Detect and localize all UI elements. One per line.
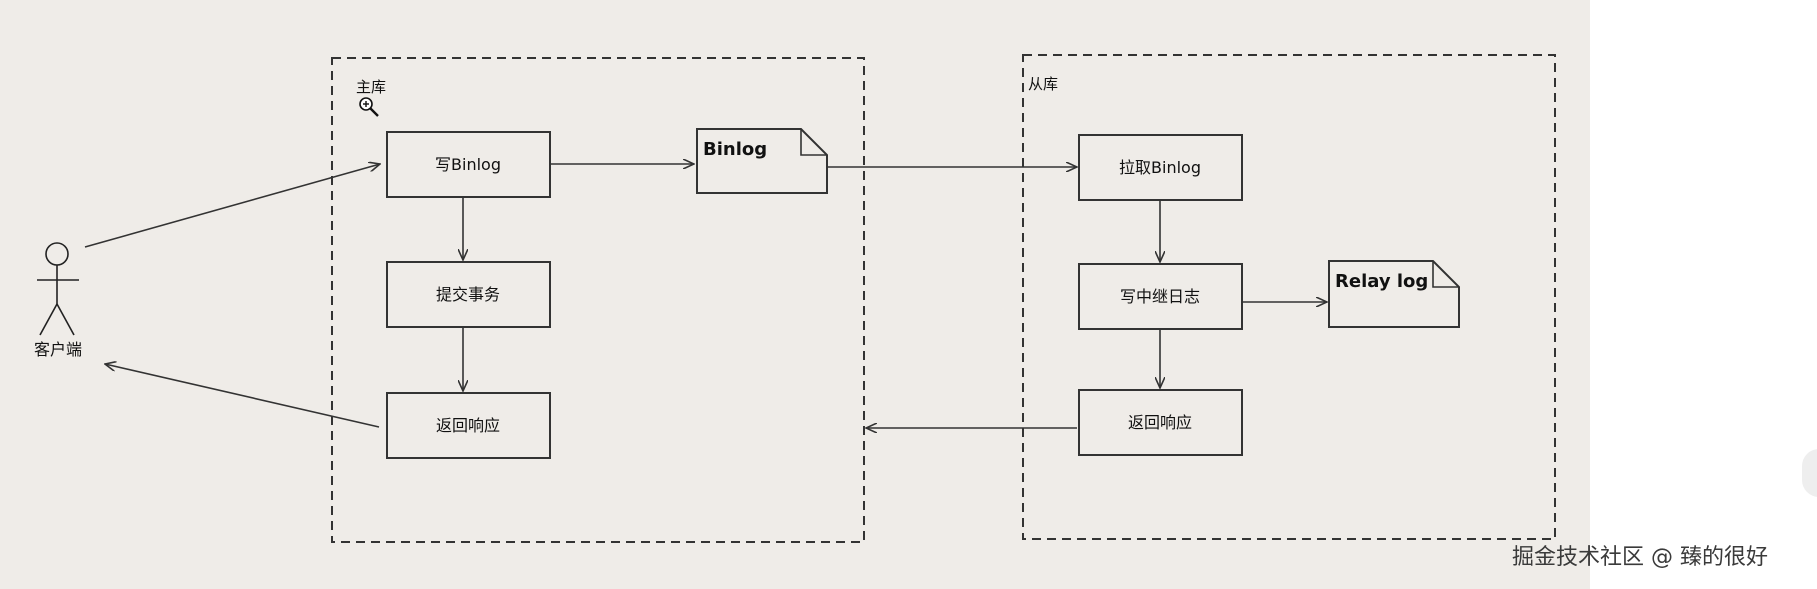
master-step-commit-label: 提交事务	[436, 285, 500, 304]
arrow-client-to-write-binlog	[84, 164, 380, 248]
slave-group-frame	[1022, 54, 1556, 540]
side-panel-handle[interactable]	[1802, 449, 1817, 497]
master-step-respond: 返回响应	[386, 392, 551, 459]
relay-log-document-shape: Relay log	[1328, 260, 1460, 328]
master-step-write-binlog-label: 写Binlog	[435, 155, 501, 174]
binlog-document-shape: Binlog	[696, 128, 828, 194]
client-actor-label: 客户端	[34, 340, 82, 359]
zoom-in-icon	[359, 97, 379, 117]
relay-log-document-label: Relay log	[1335, 271, 1428, 292]
diagram-canvas	[0, 0, 1590, 589]
master-step-respond-label: 返回响应	[436, 416, 500, 435]
slave-group-title: 从库	[1028, 75, 1058, 93]
watermark-text: 掘金技术社区 @ 臻的很好	[1512, 545, 1768, 570]
master-step-write-binlog: 写Binlog	[386, 131, 551, 198]
arrow-respond-to-client	[105, 364, 380, 428]
slave-step-pull-binlog: 拉取Binlog	[1078, 134, 1243, 201]
master-group-title: 主库	[356, 78, 386, 96]
slave-step-pull-binlog-label: 拉取Binlog	[1119, 158, 1201, 177]
slave-step-respond-label: 返回响应	[1128, 413, 1192, 432]
slave-step-write-relay-label: 写中继日志	[1120, 287, 1200, 306]
client-actor-icon	[37, 242, 79, 336]
slave-step-write-relay: 写中继日志	[1078, 263, 1243, 330]
slave-step-respond: 返回响应	[1078, 389, 1243, 456]
master-group-frame	[331, 57, 865, 543]
master-step-commit: 提交事务	[386, 261, 551, 328]
binlog-document-label: Binlog	[703, 139, 767, 160]
